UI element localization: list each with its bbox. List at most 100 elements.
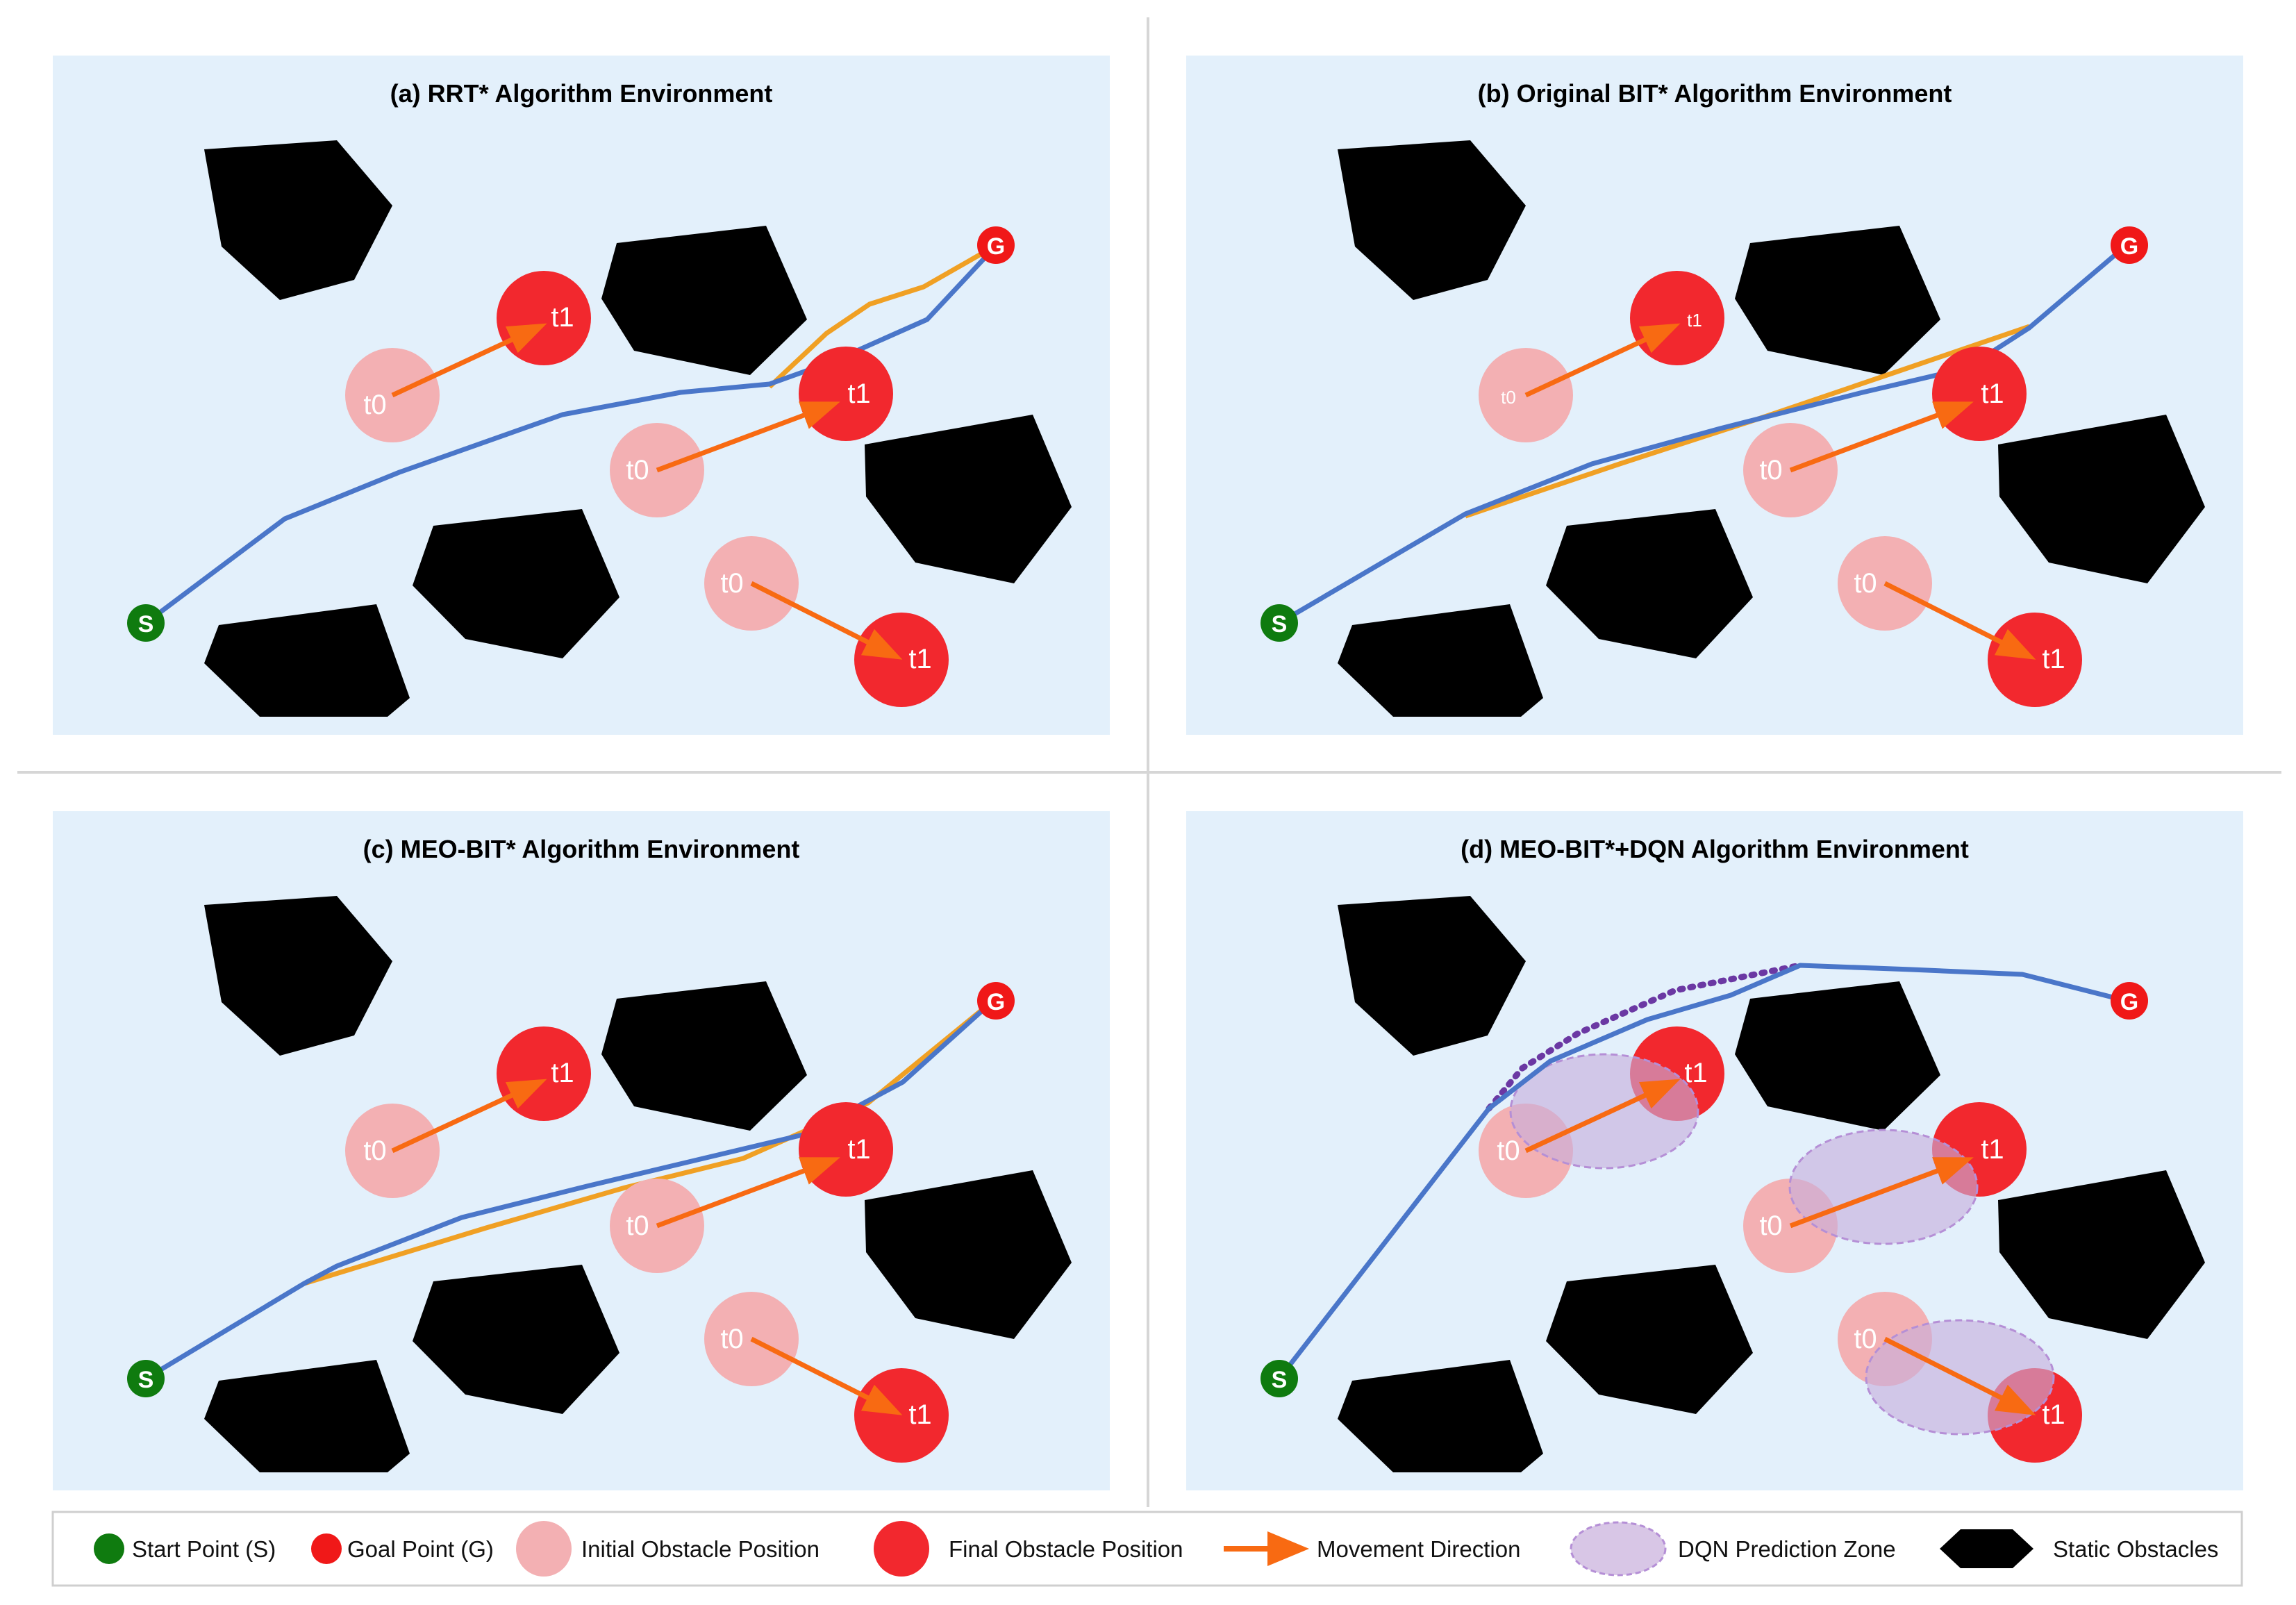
static-obstacle xyxy=(204,604,410,717)
static-obstacles xyxy=(204,140,1072,717)
dynamic-obstacles: t0 t1 t0 t1 t0 t1 xyxy=(345,1026,949,1463)
start-point xyxy=(127,1360,165,1397)
start-label: S xyxy=(138,611,154,638)
goal-label: G xyxy=(987,989,1005,1015)
final-obstacle-circle xyxy=(1630,271,1724,365)
t0-label: t0 xyxy=(1501,387,1516,408)
legend-label: Static Obstacles xyxy=(2053,1536,2218,1562)
t1-label: t1 xyxy=(1684,1058,1707,1088)
final-obstacle-circle xyxy=(854,1368,949,1463)
t0-label: t0 xyxy=(626,455,649,485)
movement-arrow xyxy=(1789,401,1974,473)
movement-arrow xyxy=(1883,1336,2036,1415)
legend-box xyxy=(51,1511,2243,1587)
start-label: S xyxy=(1272,611,1288,638)
t1-label: t1 xyxy=(847,1134,870,1165)
static-obstacle xyxy=(1338,140,1526,300)
planned-path-blue xyxy=(1278,243,2129,626)
legend-label: Movement Direction xyxy=(1317,1536,1520,1562)
final-obstacle-circle xyxy=(854,613,949,707)
static-obstacle xyxy=(204,896,392,1056)
static-obstacle xyxy=(865,415,1072,583)
movement-arrow xyxy=(391,1079,547,1154)
goal-label: G xyxy=(987,233,1005,260)
static-obstacle xyxy=(1338,604,1543,717)
final-obstacle-circle xyxy=(1932,347,2027,441)
static-obstacle xyxy=(1546,1265,1753,1414)
legend-label: Start Point (S) xyxy=(132,1536,276,1562)
t1-label: t1 xyxy=(1687,310,1702,331)
legend: Start Point (S) Goal Point (G) Initial O… xyxy=(51,1511,2243,1587)
static-obstacle xyxy=(204,140,392,300)
planned-path-blue xyxy=(1277,963,2127,1381)
dqn-predicted-path xyxy=(1486,962,1804,1112)
legend-label: Final Obstacle Position xyxy=(949,1536,1183,1562)
goal-point xyxy=(977,982,1015,1020)
static-obstacle xyxy=(1998,1170,2205,1339)
t1-label: t1 xyxy=(2042,1399,2065,1430)
static-obstacles xyxy=(204,896,1072,1472)
t1-label: t1 xyxy=(551,302,574,333)
static-obstacle xyxy=(1998,415,2205,583)
panel-b: (b) Original BIT* Algorithm Environment … xyxy=(1186,56,2243,735)
t1-label: t1 xyxy=(908,1399,931,1430)
static-obstacle xyxy=(1735,981,1940,1131)
movement-arrow xyxy=(1789,1157,1974,1229)
black-hexagon-icon xyxy=(1940,1529,2033,1568)
t0-label: t0 xyxy=(720,568,743,599)
start-label: S xyxy=(138,1367,154,1393)
t0-label: t0 xyxy=(1759,1211,1782,1241)
t0-label: t0 xyxy=(363,1136,386,1166)
final-obstacle-circle xyxy=(1988,613,2082,707)
static-obstacle xyxy=(1546,509,1753,658)
movement-arrow xyxy=(391,323,547,398)
t1-label: t1 xyxy=(1981,1134,2004,1165)
static-obstacle xyxy=(601,981,807,1131)
goal-label: G xyxy=(2120,989,2138,1015)
legend-label: Goal Point (G) xyxy=(347,1536,494,1562)
panel-a: (a) RRT* Algorithm Environment t0 t1 t0 … xyxy=(53,56,1110,735)
start-point xyxy=(127,604,165,642)
t0-label: t0 xyxy=(720,1324,743,1354)
panel-title: (c) MEO-BIT* Algorithm Environment xyxy=(363,835,800,863)
t0-label: t0 xyxy=(626,1211,649,1241)
movement-arrow xyxy=(750,1336,903,1415)
start-label: S xyxy=(1272,1367,1288,1393)
static-obstacle xyxy=(1735,226,1940,375)
t0-label: t0 xyxy=(1759,455,1782,485)
pink-circle-icon xyxy=(516,1521,572,1577)
panel-title: (d) MEO-BIT*+DQN Algorithm Environment xyxy=(1461,835,1969,863)
panel-d: (d) MEO-BIT*+DQN Algorithm Environment t… xyxy=(1186,811,2243,1490)
static-obstacle xyxy=(413,1265,619,1414)
orange-arrow-icon xyxy=(1224,1531,1309,1566)
static-obstacle xyxy=(1338,1360,1543,1472)
t1-label: t1 xyxy=(908,644,931,674)
goal-point xyxy=(2111,982,2148,1020)
panel-title: (a) RRT* Algorithm Environment xyxy=(390,79,773,108)
final-obstacle-circle xyxy=(799,347,893,441)
t0-label: t0 xyxy=(1854,568,1877,599)
dynamic-obstacles: t0 t1 t0 t1 t0 t1 xyxy=(345,271,949,707)
t0-label: t0 xyxy=(1854,1324,1877,1354)
static-obstacles xyxy=(1338,896,2205,1472)
movement-arrow xyxy=(656,401,840,473)
final-obstacle-circle xyxy=(497,271,591,365)
t0-label: t0 xyxy=(1497,1136,1520,1166)
movement-arrow xyxy=(656,1157,840,1229)
final-obstacle-circle xyxy=(497,1026,591,1121)
dqn-prediction-zone xyxy=(1788,1129,1979,1245)
purple-ellipse-icon xyxy=(1570,1521,1667,1577)
static-obstacle xyxy=(413,509,619,658)
dynamic-obstacles: t0 t1 t0 t1 t0 t1 xyxy=(1479,271,2082,707)
movement-arrow xyxy=(1524,323,1681,398)
t1-label: t1 xyxy=(2042,644,2065,674)
static-obstacle xyxy=(204,1360,410,1472)
goal-label: G xyxy=(2120,233,2138,260)
movement-arrow xyxy=(750,581,903,660)
planned-path-blue xyxy=(144,243,999,625)
goal-point xyxy=(2111,226,2148,264)
final-obstacle-circle xyxy=(799,1102,893,1197)
static-obstacle xyxy=(601,226,807,375)
meo-path-orange xyxy=(303,999,995,1286)
